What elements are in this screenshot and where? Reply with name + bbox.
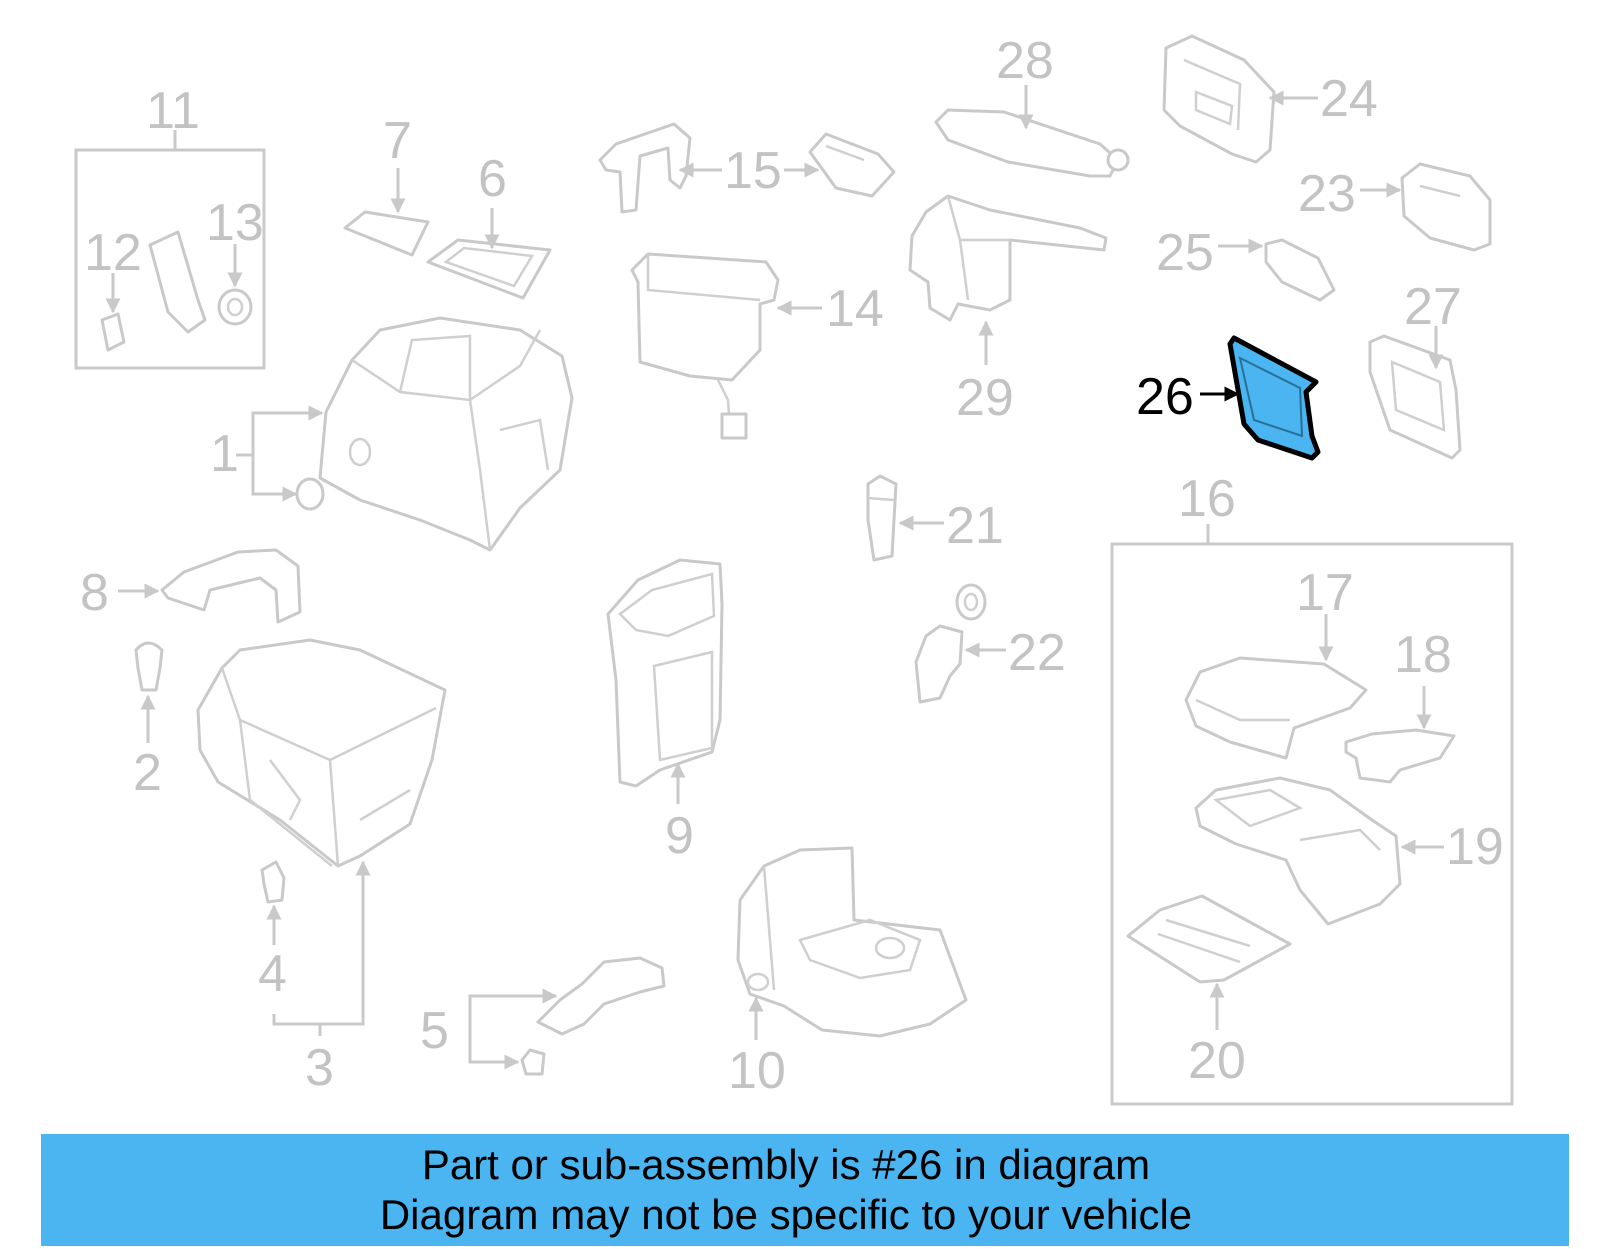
part-9-bezel (606, 558, 724, 804)
callout-1: 1 (210, 425, 239, 483)
banner-line-disclaimer: Diagram may not be specific to your vehi… (379, 1191, 1193, 1238)
part-7-pad (343, 210, 430, 257)
callout-16: 16 (1178, 470, 1236, 528)
group-11 (74, 130, 266, 370)
callout-5: 5 (420, 1002, 449, 1060)
part-18-plate (1344, 728, 1456, 784)
part-8-bracket (160, 548, 302, 624)
callout-22: 22 (1008, 624, 1066, 682)
info-banner: Part or sub-assembly is #26 in diagram D… (41, 1134, 1569, 1246)
part-5-bracket (536, 956, 666, 1036)
part-19-armrest (1194, 776, 1402, 926)
part-22-socket (914, 583, 1006, 704)
part-15-trim (808, 132, 896, 198)
callout-24: 24 (1320, 70, 1378, 128)
part-11-strip (148, 230, 207, 334)
part-17-lid (1184, 656, 1368, 760)
part-10-cupholder (736, 846, 968, 1040)
callout-2: 2 (133, 744, 162, 802)
part-29-bracket (908, 194, 1108, 365)
part-6-mat (426, 238, 552, 300)
callout-9: 9 (665, 807, 694, 865)
callout-13: 13 (206, 194, 264, 252)
callout-18: 18 (1394, 626, 1452, 684)
callout-28: 28 (996, 32, 1054, 90)
group-16 (1110, 524, 1514, 1106)
part-1-console-front (236, 316, 574, 552)
callout-6: 6 (478, 150, 507, 208)
callout-15: 15 (724, 142, 782, 200)
callout-27: 27 (1404, 278, 1462, 336)
callout-4: 4 (258, 945, 287, 1003)
part-13-grommet (217, 288, 253, 326)
callout-7: 7 (383, 112, 412, 170)
callout-26: 26 (1136, 368, 1194, 426)
part-26-highlighted (1200, 335, 1321, 461)
callout-25: 25 (1156, 224, 1214, 282)
callout-3: 3 (305, 1039, 334, 1097)
part-12-clip (100, 312, 126, 352)
callout-20: 20 (1188, 1032, 1246, 1090)
callout-12: 12 (84, 224, 142, 282)
part-14-bin (630, 252, 822, 440)
callout-23: 23 (1298, 165, 1356, 223)
part-27-switch-panel (1368, 326, 1462, 460)
part-20-mat (1126, 894, 1292, 984)
part-24-panel (1162, 34, 1318, 164)
part-28-lid (934, 85, 1130, 178)
callout-11: 11 (146, 82, 200, 140)
part-25-bracket (1264, 238, 1336, 302)
part-23-switch (1400, 162, 1492, 252)
part-2-clip (134, 641, 164, 692)
callout-21: 21 (946, 497, 1004, 555)
callout-19: 19 (1446, 818, 1504, 876)
callout-14: 14 (826, 280, 884, 338)
callout-8: 8 (80, 564, 109, 622)
banner-line-part: Part or sub-assembly is #26 in diagram (421, 1141, 1151, 1188)
callout-29: 29 (956, 369, 1014, 427)
callout-10: 10 (728, 1042, 786, 1100)
part-5-nut (520, 1048, 546, 1076)
part-4-clip (260, 860, 286, 904)
part-15-bracket (598, 122, 692, 214)
part-21-socket (866, 474, 898, 562)
callout-17: 17 (1296, 564, 1354, 622)
part-3-console-base (196, 638, 447, 1036)
